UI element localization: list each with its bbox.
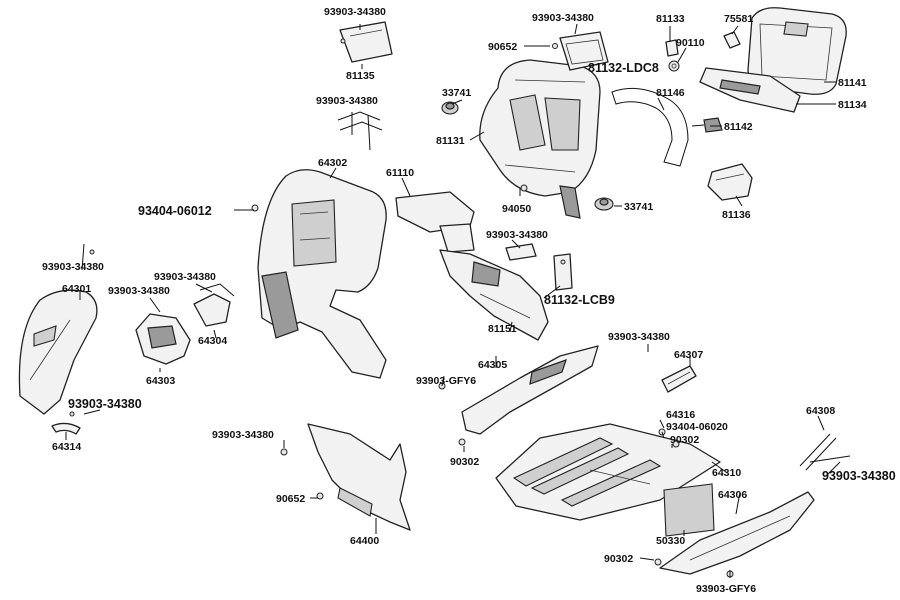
part-64307-vent [661, 365, 697, 393]
part-64305-floor-panel [461, 345, 599, 435]
part-33741-grommet-a [441, 101, 459, 115]
label-93903-gfy6-a: 93903-GFY6 [416, 375, 476, 387]
part-93903-34380-grille [505, 243, 537, 261]
label-90652-top: 90652 [488, 41, 517, 53]
label-75581: 75581 [724, 13, 753, 25]
label-33741-b: 33741 [624, 201, 653, 213]
label-64310: 64310 [712, 467, 741, 479]
part-81131-storage-box [479, 59, 601, 219]
part-64314-emblem [51, 422, 81, 435]
part-64303-headlight-housing [135, 313, 191, 365]
label-93903-34380-center: 93903-34380 [486, 229, 548, 241]
label-64400: 64400 [350, 535, 379, 547]
label-90302-a: 90302 [670, 434, 699, 446]
label-93903-34380-b: 93903-34380 [316, 95, 378, 107]
label-33741-a: 33741 [442, 87, 471, 99]
leader-lines [65, 23, 841, 578]
label-93404-06012: 93404-06012 [138, 204, 212, 218]
label-81151: 81151 [488, 323, 517, 335]
part-81151-lower-cover [439, 249, 549, 341]
part-81135-cover [339, 21, 393, 63]
part-93903-34380-clip-b [337, 111, 383, 151]
part-64301-front-panel [18, 289, 98, 415]
label-64303: 64303 [146, 375, 175, 387]
label-64307: 64307 [674, 349, 703, 361]
label-93404-06020: 93404-06020 [666, 421, 728, 433]
label-93903-gfy6-b: 93903-GFY6 [696, 583, 756, 595]
part-labels: 93903-34380 81135 93903-34380 93903-3438… [42, 6, 896, 595]
label-93903-34380-far-right: 93903-34380 [822, 469, 896, 483]
label-81132-lcb9: 81132-LCB9 [544, 293, 615, 307]
part-81141-lid [747, 7, 847, 95]
label-64305: 64305 [478, 359, 507, 371]
label-81136: 81136 [722, 209, 751, 221]
label-64316: 64316 [666, 409, 695, 421]
label-81142: 81142 [724, 121, 753, 133]
label-93903-34380-bottom-left: 93903-34380 [212, 429, 274, 441]
label-93903-34380-mid-a: 93903-34380 [154, 271, 216, 283]
part-64400-lower-front-cover [307, 423, 411, 531]
label-61110: 61110 [386, 167, 414, 179]
label-64301: 64301 [62, 283, 91, 295]
label-64302: 64302 [318, 157, 347, 169]
label-64306: 64306 [718, 489, 747, 501]
part-81134-hinge-panel [699, 67, 801, 113]
part-64306-side-skirt [659, 491, 815, 575]
part-64308-bar [799, 433, 851, 471]
part-75581-clip [723, 31, 741, 49]
label-90302-b: 90302 [450, 456, 479, 468]
label-50330: 50330 [656, 535, 685, 547]
part-81133-pin [665, 39, 679, 57]
label-90110: 90110 [676, 37, 705, 49]
part-90110-nut [668, 60, 680, 72]
part-64302-inner-panel [257, 169, 387, 379]
label-81131: 81131 [436, 135, 465, 147]
part-61110-bracket [395, 191, 475, 253]
label-93903-34380-right-a: 93903-34380 [608, 331, 670, 343]
label-90652-bottom: 90652 [276, 493, 305, 505]
label-93903-34380-c: 93903-34380 [532, 12, 594, 24]
label-64308: 64308 [806, 405, 835, 417]
part-81132-ldc8-frame [559, 31, 609, 71]
label-64314: 64314 [52, 441, 81, 453]
part-33741-grommet-b [594, 197, 614, 211]
label-93903-34380-left: 93903-34380 [42, 261, 104, 273]
label-64304: 64304 [198, 335, 227, 347]
part-81132-lcb9-plate [553, 253, 573, 291]
label-90302-c: 90302 [604, 553, 633, 565]
label-81134: 81134 [838, 99, 867, 111]
part-81142-latch [691, 117, 723, 133]
label-81135: 81135 [346, 70, 375, 82]
part-81146-seal [611, 87, 689, 167]
part-50330-mat [663, 483, 715, 537]
part-64304-cover [193, 283, 235, 327]
label-93903-34380-mid-b: 93903-34380 [108, 285, 170, 297]
label-93903-34380-left-b: 93903-34380 [68, 397, 142, 411]
label-94050: 94050 [502, 203, 531, 215]
label-81141: 81141 [838, 77, 867, 89]
label-81133: 81133 [656, 13, 685, 25]
label-93903-34380-top: 93903-34380 [324, 6, 386, 18]
label-81146: 81146 [656, 87, 685, 99]
part-81136-side-cover [707, 163, 753, 201]
label-81132-ldc8: 81132-LDC8 [588, 61, 659, 75]
